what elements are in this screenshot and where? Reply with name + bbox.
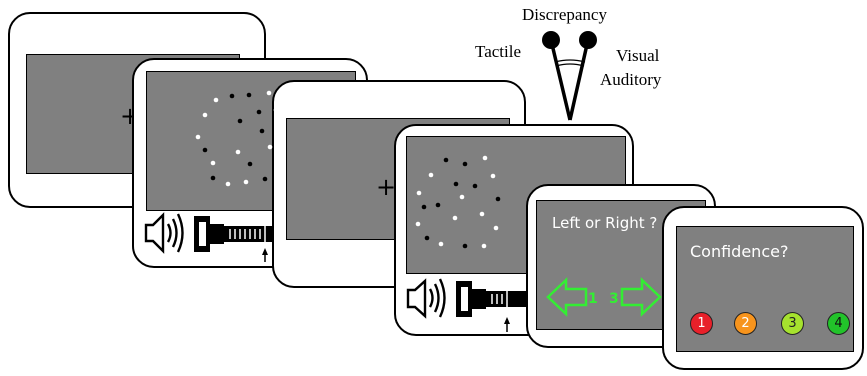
dot-stimulus-2 (415, 155, 501, 249)
tactile-label: Tactile (475, 42, 522, 61)
visual-label: Visual (616, 46, 660, 65)
confidence-1[interactable]: 1 (690, 312, 713, 335)
discrepancy-label: Discrepancy (522, 5, 607, 24)
dot-stimulus-1 (195, 90, 279, 187)
vibration-device-icon-2 (456, 281, 526, 332)
speaker-icon-2 (406, 278, 446, 319)
speaker-icon-1 (144, 212, 184, 254)
fixation-cross: + (376, 173, 397, 201)
arrow-left-icon (546, 277, 588, 317)
response-right-key: 3 (609, 291, 619, 307)
vibration-device-icon-1 (194, 216, 272, 262)
confidence-2[interactable]: 2 (734, 312, 757, 335)
arrow-right-icon (620, 277, 662, 317)
question-confidence: Confidence? (690, 242, 789, 261)
auditory-label: Auditory (600, 70, 662, 89)
confidence-3[interactable]: 3 (781, 312, 804, 335)
frame-confidence: Confidence? 1 2 3 4 (662, 206, 864, 370)
response-left-key: 1 (588, 291, 598, 307)
confidence-4[interactable]: 4 (827, 312, 850, 335)
discrepancy-pin-icon (542, 31, 597, 121)
question-left-right: Left or Right ? (552, 214, 658, 232)
